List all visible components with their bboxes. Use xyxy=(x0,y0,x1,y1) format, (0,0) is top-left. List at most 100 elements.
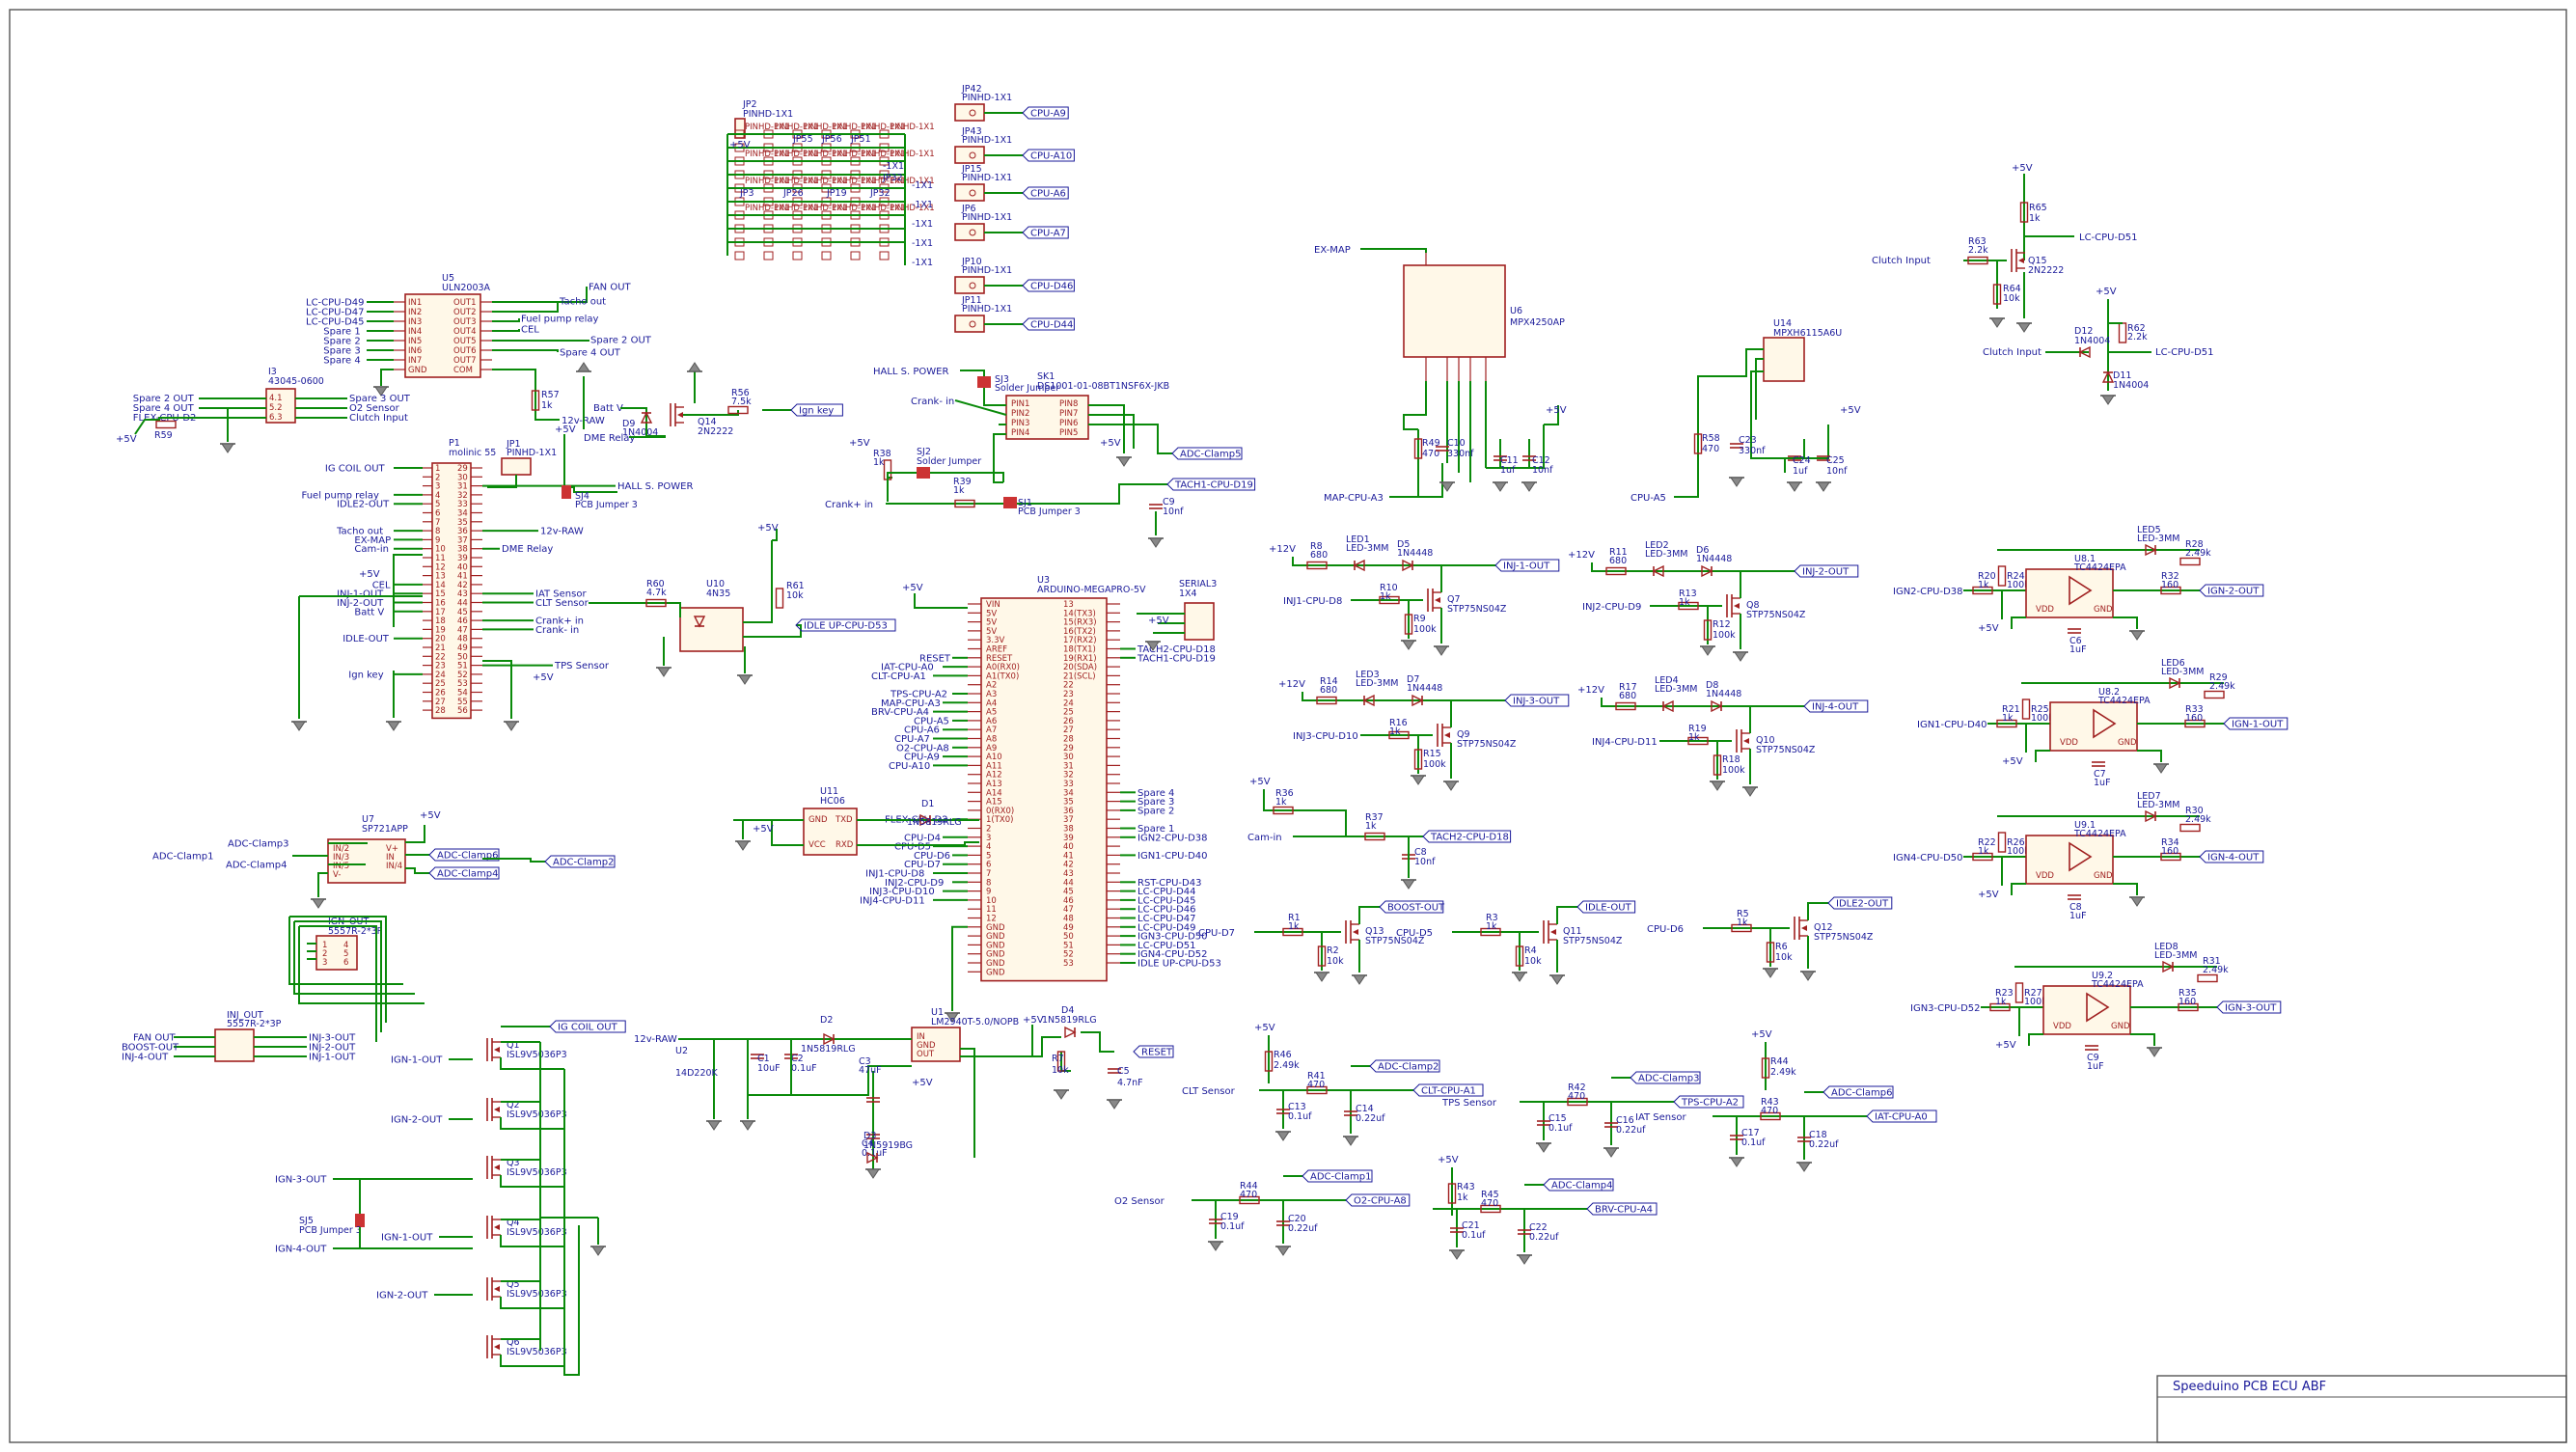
u11-body xyxy=(803,808,858,856)
drv-led: LED8 xyxy=(2154,942,2179,952)
r49-label: R49 xyxy=(1422,438,1440,449)
drv-out-net-flag xyxy=(2199,584,2264,597)
u3-right-label: 38 xyxy=(1063,825,1074,835)
r58-val: 470 xyxy=(1702,444,1719,454)
u2-label: U2 xyxy=(675,1046,688,1056)
p1-pin-right: 36 xyxy=(457,527,468,536)
drv-out-net-flag xyxy=(2223,717,2288,730)
p1-pin-left: 13 xyxy=(435,572,446,582)
ign-conn-pin: 6 xyxy=(343,958,348,968)
ign-driver-3: IGN4-CPU-D50R221kR26100kU9.1TC4424EPAVDD… xyxy=(1893,791,2264,921)
mos-sym xyxy=(1736,728,1751,753)
sensor-in-net: TPS Sensor xyxy=(1441,1098,1497,1109)
jp2-ref: JP2 xyxy=(742,99,757,110)
p1-pin-left: 22 xyxy=(435,652,446,662)
d2-label: D2 xyxy=(820,1015,833,1026)
drv-led-val: LED-3MM xyxy=(2137,800,2179,810)
inj-gate-res-val: 1k xyxy=(1679,597,1690,608)
r64-label: R64 xyxy=(2003,284,2021,294)
u11-pin: RXD xyxy=(836,840,854,850)
crank-plus-label: Crank+ in xyxy=(825,500,873,510)
jumper-cell-label: PINHD-1X1 xyxy=(861,150,906,159)
p1-right-net: DME Relay xyxy=(502,544,553,555)
aux-outputs: CPU-D7R11kR210kQ13STP75NS04ZBOOST-OUTCPU… xyxy=(1198,777,1893,985)
d12-ref: D12 xyxy=(2074,326,2093,337)
cpua5-label: CPU-A5 xyxy=(1631,493,1666,504)
p1-pin-right: 38 xyxy=(457,545,468,555)
u7-clamp2-flag xyxy=(544,855,616,868)
sensor-in-net: O2 Sensor xyxy=(1114,1196,1165,1207)
aux-gate-res: R3 xyxy=(1486,913,1498,923)
u5-pin-label: IN6 xyxy=(408,346,422,356)
jumper-pin xyxy=(969,189,976,197)
inj-gate-res: R19 xyxy=(1688,724,1707,734)
drv-in-res: R20 xyxy=(1978,571,1996,582)
jumper-pin xyxy=(969,229,976,236)
u11-ref: U11 xyxy=(820,786,838,797)
u3-left-label: A12 xyxy=(986,771,1002,781)
p1-pin-right: 42 xyxy=(457,581,468,590)
sensor-res: R43 xyxy=(1761,1097,1779,1108)
jumper-net-text: CPU-D46 xyxy=(1030,282,1073,292)
i3-ref: I3 xyxy=(268,367,277,377)
jp-mid-ref: JP32 xyxy=(869,188,891,199)
jp-mid-ref: JP3 xyxy=(739,188,754,199)
p1-pin-right: 51 xyxy=(457,662,468,671)
res-sym xyxy=(2204,690,2225,699)
jp-top-ref: JP51 xyxy=(850,134,871,145)
u5-out-net: Tacho out xyxy=(559,297,606,308)
u1-pin: OUT xyxy=(917,1050,935,1059)
aux-gate-res-val: 1k xyxy=(1486,921,1497,932)
u3-right-net: RST-CPU-D43 xyxy=(1137,878,1201,889)
pullup-res: R46 xyxy=(1274,1050,1292,1060)
mos-sym xyxy=(1726,593,1741,618)
u3-right-label: 19(RX1) xyxy=(1063,654,1097,664)
sensor-clamp-net-flag xyxy=(1630,1071,1701,1084)
c9-label: C9 xyxy=(1163,497,1175,507)
jumper-ref: JP6 xyxy=(961,204,976,214)
d9-val: 1N4004 xyxy=(622,427,658,438)
d12-5v: +5V xyxy=(2096,287,2117,297)
u3-left-label: RESET xyxy=(986,654,1013,664)
exmap-label: EX-MAP xyxy=(1314,245,1351,256)
wire xyxy=(500,1338,564,1367)
ign-igbt-section: IGN_OUT5557R-2*3P123456Q1ISL9V5036P3Q2IS… xyxy=(275,916,626,1376)
sk1-pin: PIN4 xyxy=(1011,428,1029,438)
u3-right-label: 44 xyxy=(1063,878,1074,888)
inj-in-net: INJ1-CPU-D8 xyxy=(1283,596,1342,607)
u3-right-label: 14(TX3) xyxy=(1063,609,1096,618)
c12-label: C12 xyxy=(1532,455,1550,466)
mos-sym xyxy=(1437,723,1452,748)
p1-pin-right: 45 xyxy=(457,608,468,617)
wire xyxy=(951,925,968,1011)
gnd-sym xyxy=(219,443,236,453)
title-block: Speeduino PCB ECU ABF xyxy=(2156,1375,2567,1443)
r7-label: R7 xyxy=(1052,1054,1064,1064)
r57-val: 1k xyxy=(541,400,553,411)
pullup-res: R43 xyxy=(1457,1182,1475,1192)
gnd-sym xyxy=(1709,781,1726,791)
sk1-pin: PIN7 xyxy=(1059,409,1078,419)
sensor-cap-val: 0.1uf xyxy=(1220,1221,1245,1232)
u7-pin: IN/5 xyxy=(333,862,349,871)
igbt-gate-net: IGN-1-OUT xyxy=(381,1233,433,1244)
u3-right-net: Spare 3 xyxy=(1137,797,1174,808)
drv-out-res-val: 160 xyxy=(2161,580,2179,590)
u5-pin-label: OUT7 xyxy=(453,356,477,366)
u10-ref: U10 xyxy=(706,579,725,589)
jumper-pin xyxy=(969,109,976,117)
jumper-net: CPU-A6 xyxy=(1022,186,1069,200)
u3-right-label: 27 xyxy=(1063,726,1074,735)
pullup-5v: +5V xyxy=(1751,1029,1772,1040)
jumper-ref: JP10 xyxy=(961,257,982,267)
jumper-cell-label: PINHD-1X1 xyxy=(774,177,819,186)
p1-ref: P1 xyxy=(449,438,460,449)
u1-reset: RESET xyxy=(1133,1045,1174,1058)
inj-led-res: R17 xyxy=(1619,682,1637,693)
u5-pin-label: GND xyxy=(408,366,427,375)
u3-right-label: 43 xyxy=(1063,869,1074,879)
drv-cap-val: 1uF xyxy=(2069,911,2087,921)
p1-left-net: Ign key xyxy=(348,670,383,680)
gnd-sym xyxy=(1732,651,1749,662)
igcoil-net: IG COIL OUT xyxy=(549,1020,626,1033)
